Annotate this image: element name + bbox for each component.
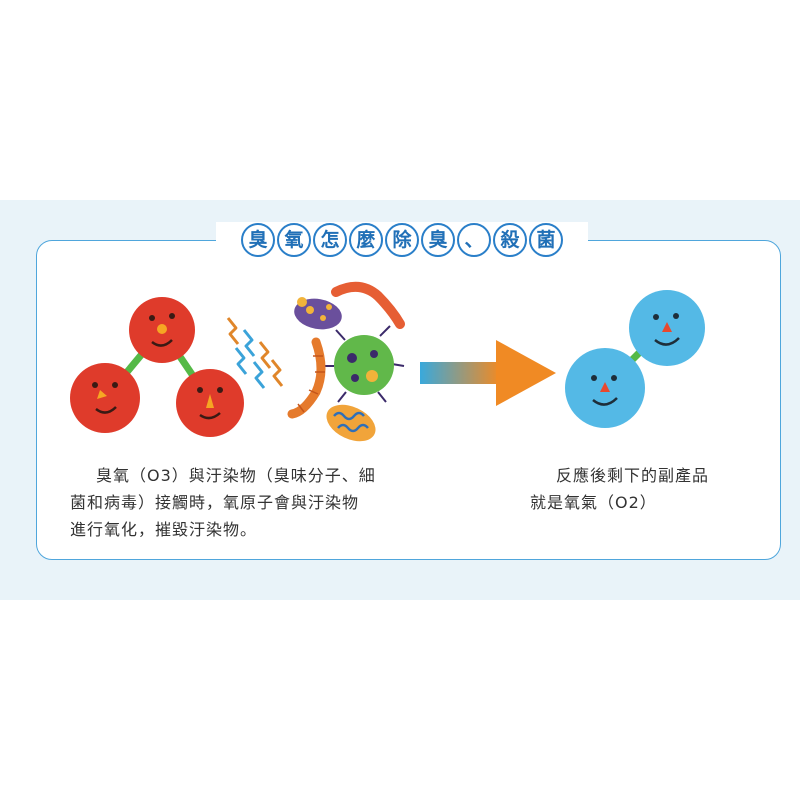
title-char: 殺 [493,223,527,257]
ozone-atom [129,297,195,363]
title-char: 臭 [421,223,455,257]
diagram-title: 臭 氧 怎 麼 除 臭 、 殺 菌 [216,222,588,258]
caption-line: 進行氧化，摧毀汙染物。 [70,520,258,539]
lightning-icon [226,317,284,389]
caption-line: 菌和病毒）接觸時，氧原子會與汙染物 [70,493,360,512]
oxygen-molecule-icon [565,290,705,428]
title-char: 、 [457,223,491,257]
caption-line: 就是氧氣（O2） [530,493,657,512]
oxygen-atom [565,348,645,428]
title-char: 麼 [349,223,383,257]
bacteria-icon [287,337,326,419]
title-char: 氧 [277,223,311,257]
title-char: 怎 [313,223,347,257]
caption-line: 臭氧（O3）與汙染物（臭味分子、細 [96,466,376,485]
bacteria-icon [326,404,376,442]
ozone-atom [176,369,244,437]
virus-icon [322,325,405,403]
reaction-arrow-icon [420,340,556,406]
oxygen-caption: 反應後剩下的副產品 就是氧氣（O2） [530,462,760,516]
ozone-atom [70,363,140,433]
bacteria-icon [294,297,342,330]
oxygen-atom [629,290,705,366]
ozone-molecule-icon [70,297,244,437]
bacteria-icon [331,281,405,329]
title-char: 除 [385,223,419,257]
title-char: 臭 [241,223,275,257]
ozone-caption: 臭氧（O3）與汙染物（臭味分子、細 菌和病毒）接觸時，氧原子會與汙染物 進行氧化… [70,462,430,543]
caption-line: 反應後剩下的副產品 [556,466,710,485]
title-char: 菌 [529,223,563,257]
